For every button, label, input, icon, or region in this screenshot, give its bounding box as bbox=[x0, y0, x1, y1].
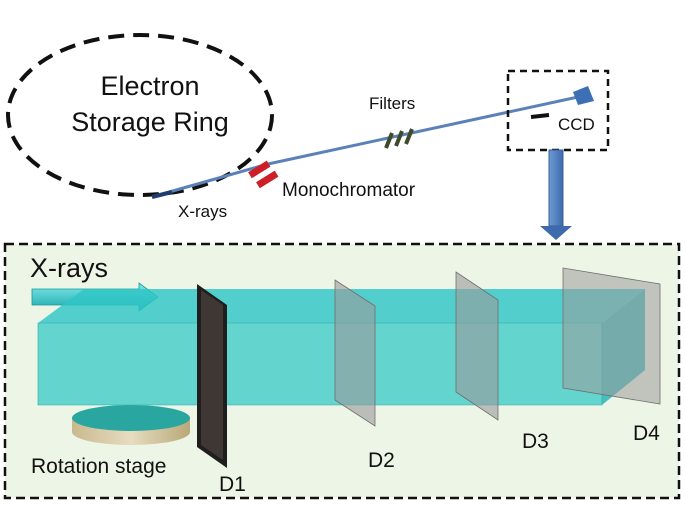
detector-d2-label: D2 bbox=[368, 449, 395, 472]
monochromator-label: Monochromator bbox=[282, 180, 416, 201]
monochromator bbox=[248, 160, 279, 189]
prism-front bbox=[37, 322, 603, 406]
detector-d2 bbox=[334, 279, 376, 427]
zoom-arrow bbox=[540, 149, 572, 240]
ring-label-line2: Storage Ring bbox=[71, 107, 229, 137]
beam-line bbox=[154, 162, 269, 198]
sample-mark bbox=[530, 113, 550, 119]
storage-ring bbox=[6, 33, 274, 197]
ccd-label: CCD bbox=[558, 115, 595, 134]
detector-d1-highlight bbox=[201, 290, 223, 460]
beam-line-2 bbox=[267, 95, 579, 166]
rotation-stage bbox=[72, 405, 190, 445]
detector-d3 bbox=[455, 271, 499, 421]
ccd-detail-box bbox=[506, 69, 610, 152]
xrays-top-label: X-rays bbox=[178, 202, 227, 221]
filters-label: Filters bbox=[369, 94, 415, 113]
xrays-inset-label: X-rays bbox=[30, 253, 108, 283]
detector-d1-label: D1 bbox=[219, 473, 246, 496]
beam-source-mark bbox=[151, 190, 173, 199]
detector-d4-label: D4 bbox=[633, 422, 660, 445]
filters bbox=[384, 128, 414, 149]
ring-label-line1: Electron bbox=[100, 71, 199, 101]
detector-d4 bbox=[562, 267, 661, 405]
rotation-stage-label: Rotation stage bbox=[31, 455, 166, 478]
detector-d3-label: D3 bbox=[522, 430, 549, 453]
ccd-icon bbox=[573, 86, 594, 105]
